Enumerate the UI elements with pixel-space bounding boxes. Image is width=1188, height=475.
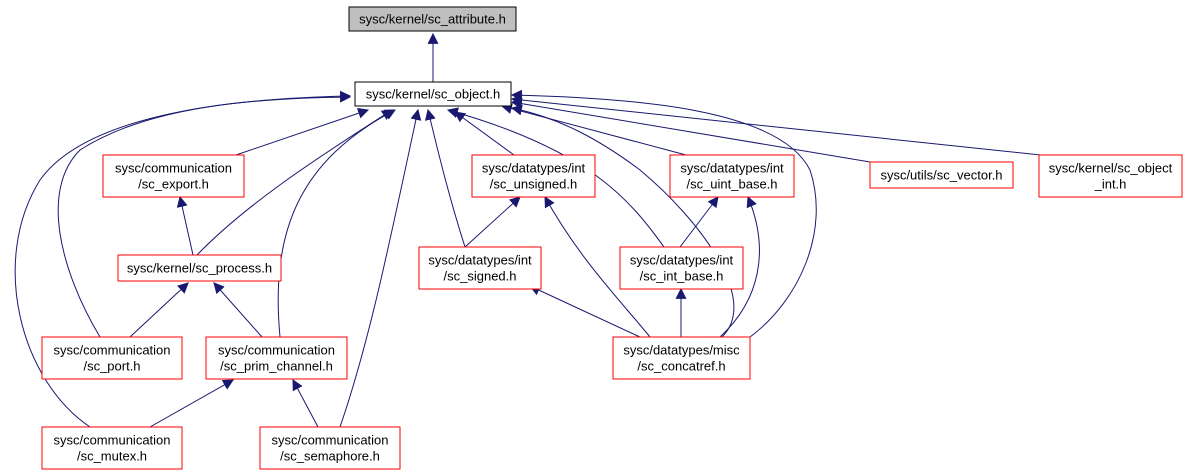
node-box [354,81,512,107]
node-box [619,246,744,290]
edge-sc-concatref-to-sc-uint-base [719,195,760,338]
edge-sc-mutex-to-sc-prim-channel [149,379,234,428]
node-sc-port[interactable]: sysc/communication/sc_port.h [41,336,183,380]
node-label-line: /sc_export.h [138,177,209,192]
node-sc-signed[interactable]: sysc/datatypes/int/sc_signed.h [418,246,542,290]
node-label-line: sysc/utils/sc_vector.h [880,168,1002,183]
node-label-line: sysc/datatypes/int [630,253,734,268]
edge-sc-signed-to-sc-object [424,108,466,248]
edge-sc-semaphore-to-sc-prim-channel [292,379,319,428]
node-label-line: /sc_prim_channel.h [220,359,333,374]
node-label-line: sysc/datatypes/int [428,253,532,268]
edge-sc-signed-to-sc-unsigned [464,196,521,248]
edge-sc-int-base-to-sc-uint-base [679,196,719,248]
node-label-line: sysc/kernel/sc_object [1049,161,1173,176]
node-box [41,336,183,380]
edge-sc-unsigned-to-sc-object [454,111,515,156]
node-label-line: sysc/kernel/sc_attribute.h [359,12,506,27]
node-label-line: /sc_unsigned.h [490,177,577,192]
node-label-line: /sc_signed.h [444,269,517,284]
edge-sc-port-to-sc-process [129,282,189,338]
edge-sc-concatref-to-sc-object [510,104,735,338]
node-sc-attribute: sysc/kernel/sc_attribute.h [348,6,517,32]
node-sc-prim-channel[interactable]: sysc/communication/sc_prim_channel.h [205,336,348,380]
node-label-line: sysc/datatypes/misc [623,343,740,358]
node-label-line: sysc/communication [115,161,232,176]
node-label-line: sysc/communication [218,343,335,358]
edge-sc-prim-channel-to-sc-process [213,282,263,338]
node-sc-unsigned[interactable]: sysc/datatypes/int/sc_unsigned.h [471,154,596,198]
node-box [348,6,517,32]
node-box [612,336,751,380]
edge-sc-int-base-to-sc-object [446,107,665,248]
node-label-line: sysc/communication [271,433,388,448]
node-box [41,426,183,470]
nodes-layer: sysc/kernel/sc_attribute.h sysc/kernel/sc… [41,6,1183,470]
node-sc-int-base[interactable]: sysc/datatypes/int/sc_int_base.h [619,246,744,290]
edge-sc-process-to-sc-export [176,195,194,256]
node-label-line: sysc/communication [53,343,170,358]
node-sc-export[interactable]: sysc/communication/sc_export.h [102,154,245,198]
node-sc-object[interactable]: sysc/kernel/sc_object.h [354,81,512,107]
edges-layer [14,32,1051,428]
node-label-line: sysc/kernel/sc_process.h [127,261,272,276]
node-sc-vector[interactable]: sysc/utils/sc_vector.h [869,161,1014,189]
edge-sc-prim-channel-to-sc-object [277,109,396,338]
node-box [471,154,596,198]
node-label-line: sysc/communication [53,433,170,448]
edge-sc-uint-base-to-sc-object [500,103,687,156]
node-box [1038,154,1183,198]
edge-sc-object-int-to-sc-object [510,94,1051,157]
node-label-line: sysc/datatypes/int [482,161,586,176]
edge-sc-port-to-sc-object [57,91,352,338]
node-box [418,246,542,290]
node-label-line: /sc_port.h [83,359,140,374]
node-label-line: /sc_int_base.h [640,269,724,284]
node-label-line: sysc/datatypes/int [680,161,784,176]
node-sc-object-int[interactable]: sysc/kernel/sc_object_int.h [1038,154,1183,198]
edge-sc-mutex-to-sc-object [14,90,352,428]
node-sc-mutex[interactable]: sysc/communication/sc_mutex.h [41,426,183,470]
node-box [259,426,401,470]
node-sc-semaphore[interactable]: sysc/communication/sc_semaphore.h [259,426,401,470]
edge-sc-semaphore-to-sc-object [339,108,422,428]
node-box [205,336,348,380]
node-sc-uint-base[interactable]: sysc/datatypes/int/sc_uint_base.h [669,154,795,198]
node-box [869,161,1014,189]
node-label-line: /sc_concatref.h [637,359,725,374]
edge-sc-concatref-to-sc-signed [529,285,641,338]
node-label-line: sysc/kernel/sc_object.h [366,87,500,102]
node-box [102,154,245,198]
node-label-line: /sc_semaphore.h [280,449,380,464]
node-sc-concatref[interactable]: sysc/datatypes/misc/sc_concatref.h [612,336,751,380]
edge-sc-export-to-sc-object [235,107,370,156]
node-label-line: _int.h [1094,177,1127,192]
edge-sc-concatref-to-sc-object [510,89,817,338]
node-box [117,254,282,282]
node-sc-process[interactable]: sysc/kernel/sc_process.h [117,254,282,282]
node-label-line: /sc_uint_base.h [686,177,777,192]
edge-sc-concatref-to-sc-unsigned [544,196,651,338]
node-box [669,154,795,198]
edge-sc-vector-to-sc-object [510,98,877,164]
node-label-line: /sc_mutex.h [77,449,147,464]
